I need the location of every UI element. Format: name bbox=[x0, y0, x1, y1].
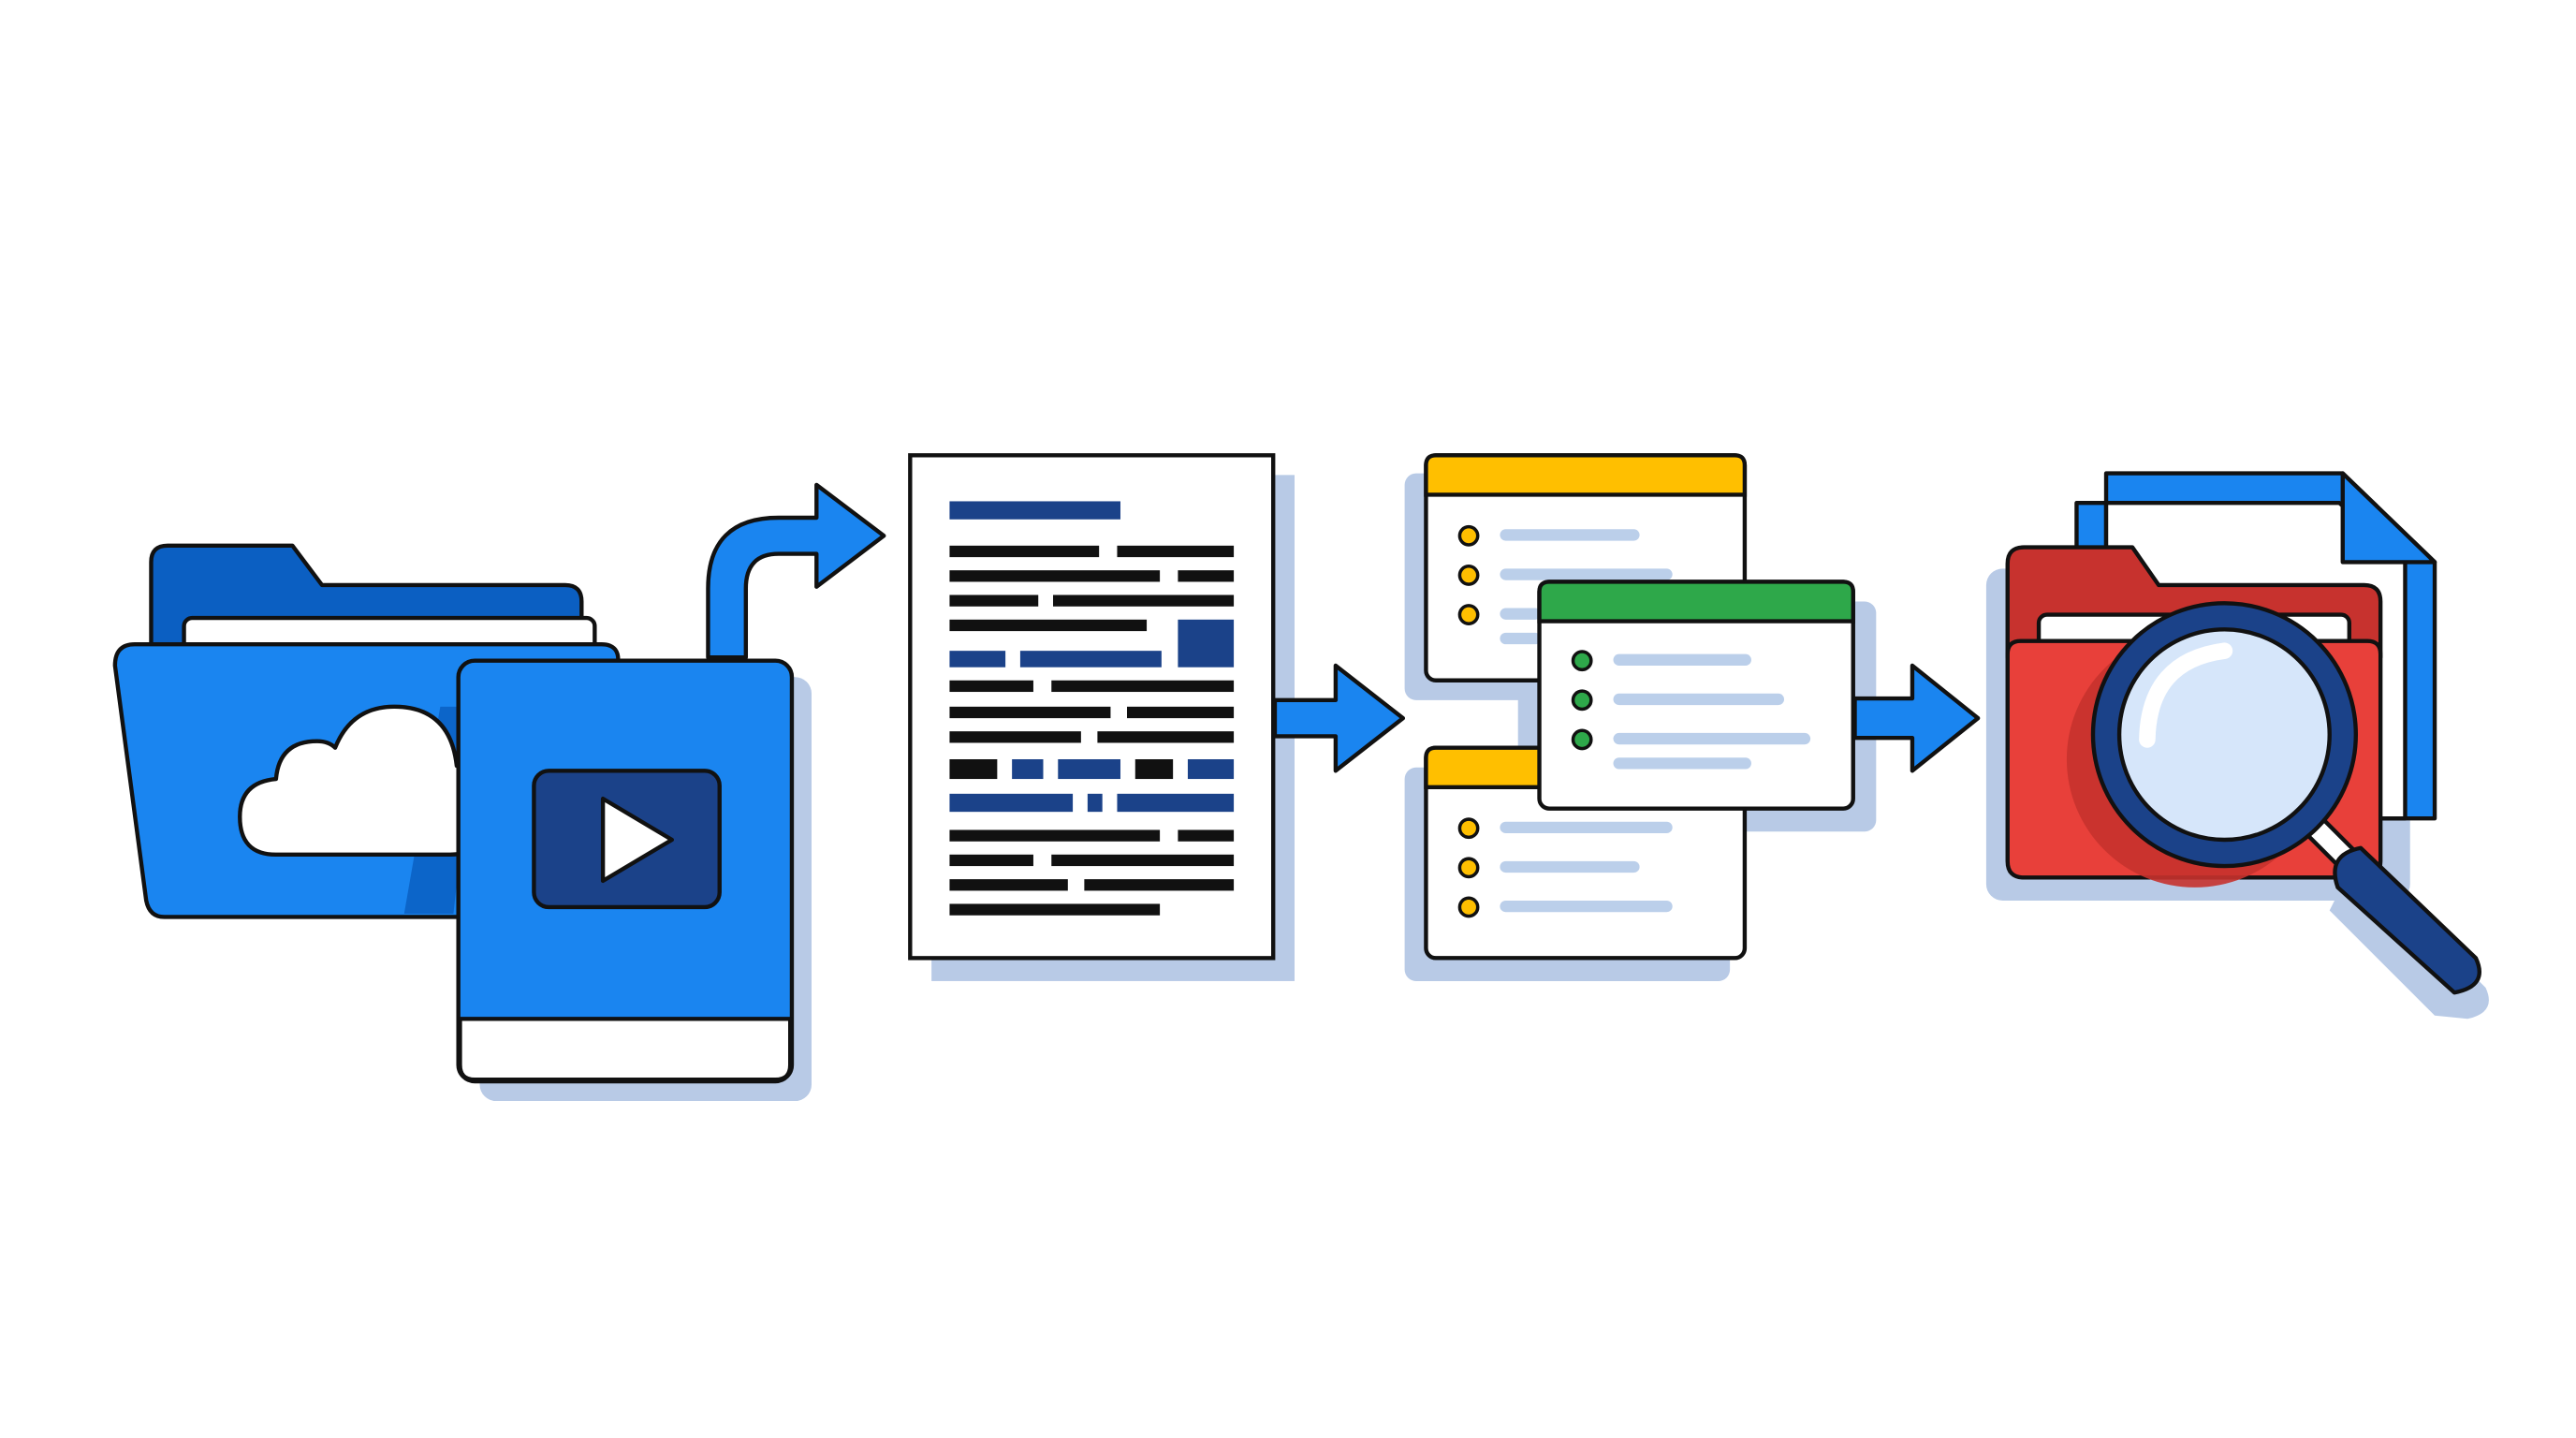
document-text-lines bbox=[949, 501, 1235, 916]
arrow-straight-1 bbox=[1272, 663, 1406, 773]
stage-cloud-folder-with-video bbox=[112, 543, 812, 1102]
stage-text-document bbox=[908, 453, 1295, 981]
arrow-curved bbox=[706, 482, 886, 660]
stage-search-folder bbox=[1985, 471, 2489, 1020]
arrow-straight-2 bbox=[1852, 663, 1981, 773]
video-file-footer bbox=[458, 1017, 793, 1082]
stage-category-cards bbox=[1404, 453, 1877, 981]
magnifier-icon bbox=[2090, 601, 2489, 1020]
play-icon bbox=[600, 796, 675, 884]
list-card-icon bbox=[1537, 580, 1855, 811]
